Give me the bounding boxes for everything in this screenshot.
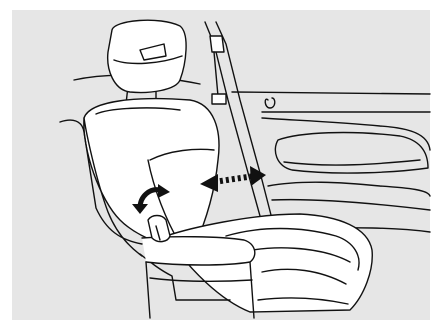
belt-anchor [210, 36, 224, 52]
belt-buckle [212, 94, 226, 104]
headrest [108, 20, 186, 92]
